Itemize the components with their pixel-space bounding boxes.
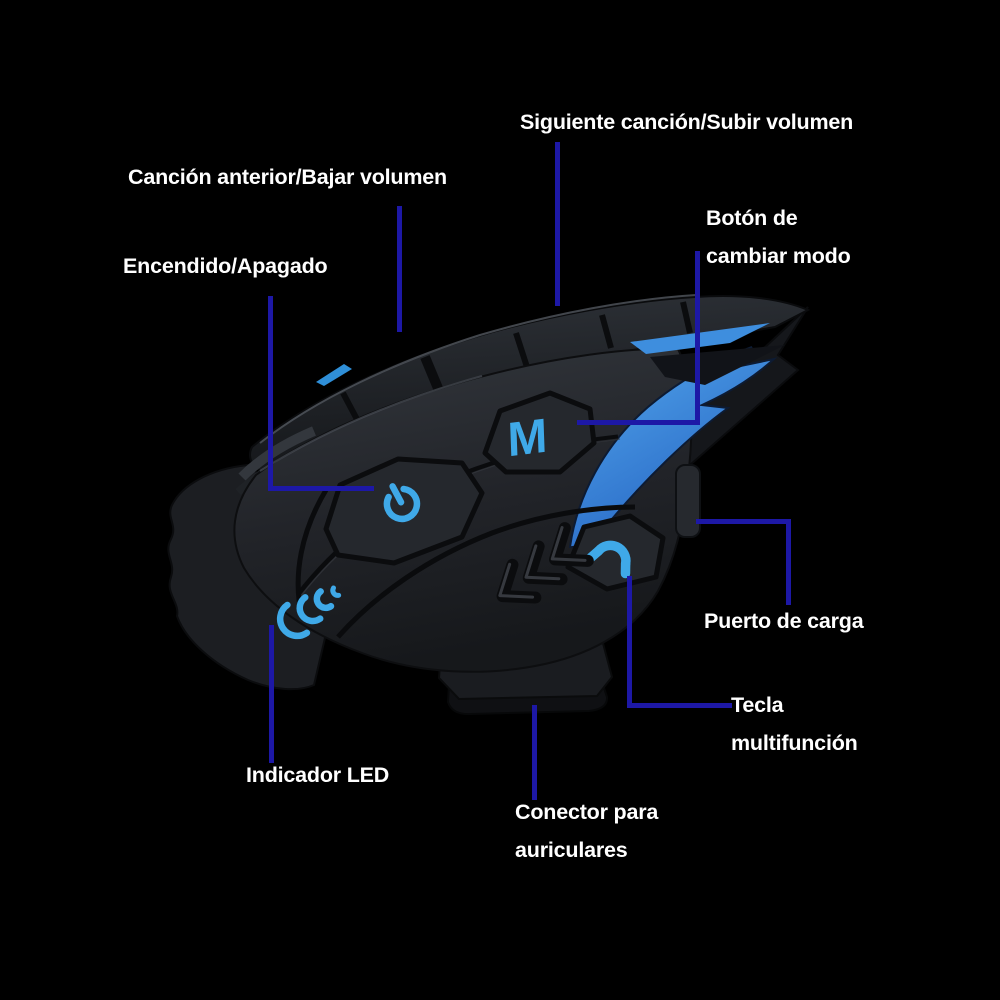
ridge-vent-notches	[340, 301, 693, 427]
leader-charge-port-vertical	[786, 519, 791, 605]
power-button-plate	[323, 456, 485, 566]
leader-mode-horizontal	[577, 420, 700, 425]
label-mode-button-line2: cambiar modo	[706, 244, 851, 268]
device-illustration: M	[167, 294, 811, 716]
mode-button-plate	[482, 390, 597, 475]
leader-headphone-connector	[532, 705, 537, 800]
charge-port	[675, 464, 701, 538]
button-plates	[323, 390, 666, 592]
leader-charge-port-horizontal	[696, 519, 791, 524]
label-mode-button-line1: Botón de	[706, 206, 798, 230]
phone-icon	[586, 540, 631, 579]
leader-power-horizontal	[268, 486, 374, 491]
ridge-blue-accent	[316, 364, 352, 386]
chevron-decoration	[496, 522, 594, 604]
ridge-left-band	[238, 426, 316, 481]
led-indicator-arcs	[276, 585, 342, 640]
leader-mode-vertical	[695, 251, 700, 425]
blue-fin-blade	[568, 346, 778, 549]
device-body-highlight	[259, 375, 483, 472]
mode-m-icon: M	[507, 409, 549, 468]
label-power-on-off: Encendido/Apagado	[123, 254, 328, 278]
power-icon	[383, 483, 421, 523]
blue-fin-sliver	[630, 323, 770, 354]
leader-previous-song	[397, 206, 402, 332]
fin-dark-spike	[650, 345, 785, 385]
leader-led-indicator	[269, 625, 274, 763]
label-multifunction-key-line2: multifunción	[731, 731, 858, 755]
call-button-plate	[565, 513, 666, 592]
label-headphone-connector-line1: Conector para	[515, 800, 659, 824]
label-charge-port: Puerto de carga	[704, 609, 864, 633]
leader-next-song	[555, 142, 560, 306]
label-led-indicator: Indicador LED	[246, 763, 390, 787]
leader-power-vertical	[268, 296, 273, 491]
leader-multifunction-horizontal	[627, 703, 732, 708]
label-previous-song-volume-down: Canción anterior/Bajar volumen	[128, 165, 447, 189]
leader-multifunction-vertical	[627, 576, 632, 708]
label-next-song-volume-up: Siguiente canción/Subir volumen	[520, 110, 854, 134]
label-headphone-connector-line2: auriculares	[515, 838, 628, 862]
label-multifunction-key-line1: Tecla	[731, 693, 784, 717]
